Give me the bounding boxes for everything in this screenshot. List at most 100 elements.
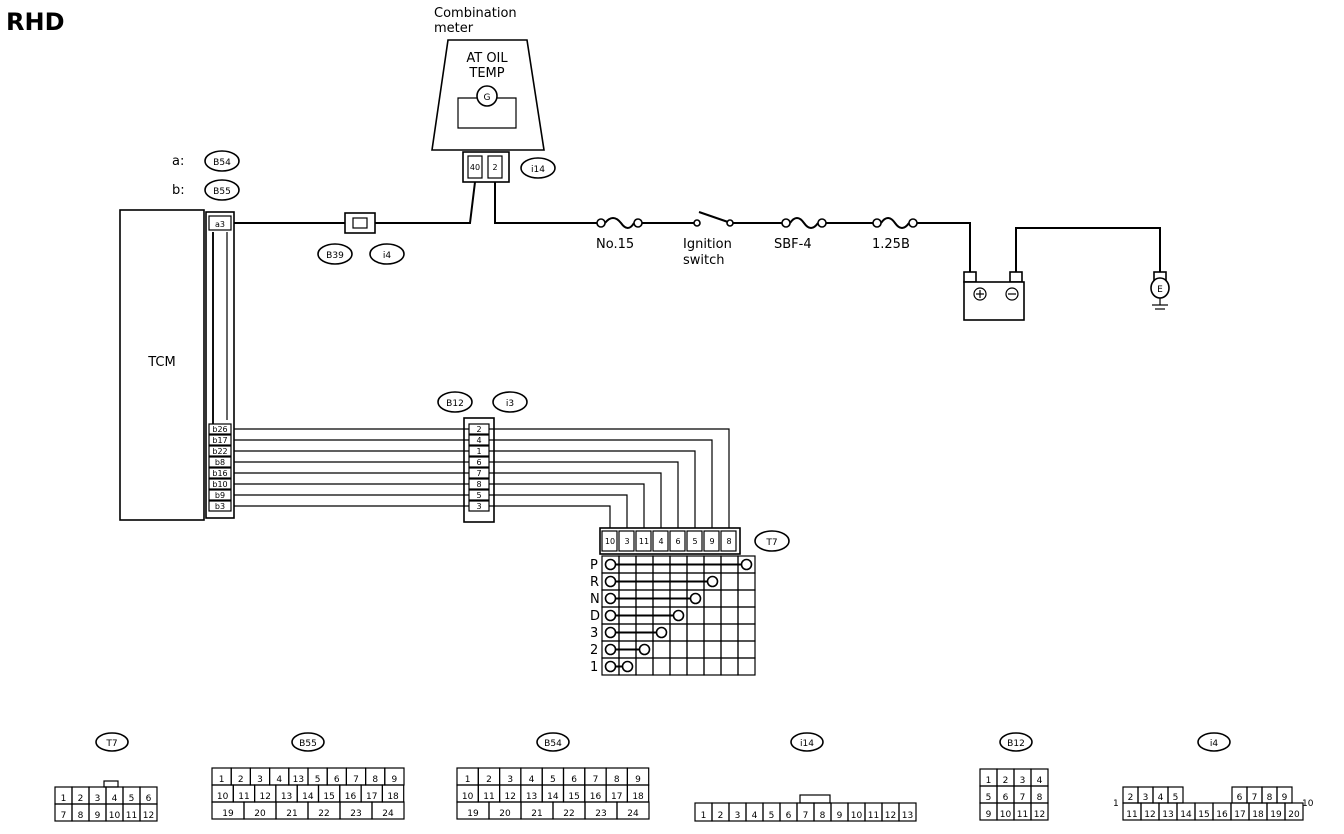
switch-grid-cell: [737, 640, 756, 659]
connector-cavity-label: 12: [143, 811, 154, 821]
tcm-pin-label: b17: [212, 436, 227, 445]
connector-cavity-label: 9: [635, 775, 641, 785]
connector-latch: [799, 794, 831, 804]
connector-cavity-label: 7: [353, 775, 359, 785]
connector-cavity-label: 3: [95, 794, 101, 804]
svg-text:B54: B54: [213, 158, 231, 168]
connector-cavity-label: 6: [786, 811, 792, 821]
switch-grid-cell: [703, 589, 722, 608]
tcm-box: [119, 209, 205, 521]
switch-grid-cell: [737, 623, 756, 642]
connector-cavity-label: 7: [1020, 793, 1026, 803]
contact-icon: [672, 609, 685, 622]
connector-cavity-label: 8: [1267, 793, 1273, 803]
connector-cavity-label: 9: [1282, 793, 1288, 803]
gauge-symbol: G: [484, 93, 491, 103]
contact-icon: [604, 558, 617, 571]
tcm-connector-b-label: b:: [172, 183, 185, 198]
svg-text:E: E: [1157, 285, 1163, 295]
connector-cavity-label: 10: [109, 811, 121, 821]
relay-pin-label: 7: [476, 469, 481, 478]
svg-text:i14: i14: [531, 165, 545, 175]
connector-view-label-text: B12: [1007, 739, 1025, 749]
connector-cavity-label: 12: [885, 811, 896, 821]
connector-cavity-label: 14: [547, 792, 559, 802]
svg-text:B55: B55: [213, 187, 231, 197]
shift-position-label: P: [590, 558, 598, 573]
tcm-pin-box: [208, 489, 232, 501]
connector-cavity-label: 16: [345, 792, 357, 802]
connector-cavity: [616, 801, 650, 820]
connector-cavity-label: 14: [1180, 810, 1192, 820]
connector-cavity-label: 4: [112, 794, 118, 804]
connector-ref-b54: [204, 150, 240, 172]
sbf-label: SBF-4: [774, 237, 812, 252]
connector-cavity-label: 2: [1003, 776, 1009, 786]
connector-ref-b12: [437, 391, 473, 413]
meter-caption-1: Combination: [434, 6, 517, 21]
svg-text:B12: B12: [446, 399, 464, 409]
connector-cavity-label: 3: [735, 811, 741, 821]
connector-cavity-label: 9: [95, 811, 101, 821]
switch-pin-box: [652, 530, 669, 552]
meter-caption-2: meter: [434, 21, 474, 36]
connector-ref-i3: [492, 391, 528, 413]
switch-grid-cell: [669, 640, 688, 659]
tcm-pin-label: b3: [215, 502, 225, 511]
switch-grid-cell: [669, 623, 688, 642]
shift-position-label: 3: [590, 626, 598, 641]
switch-pin-box: [703, 530, 720, 552]
switch-pin-box: [601, 530, 618, 552]
tcm-pin-label: b26: [212, 425, 227, 434]
connector-cavity-label: 10: [851, 811, 863, 821]
connector-cavity-label: 4: [1158, 793, 1164, 803]
connector-cavity-label: 7: [61, 811, 67, 821]
connector-cavity-label: 8: [820, 811, 826, 821]
switch-pin-label: 8: [726, 537, 731, 546]
relay-pin-label: 6: [476, 458, 481, 467]
tcm-pin-label: b8: [215, 458, 225, 467]
connector-cavity-label: 3: [1020, 776, 1026, 786]
tcm-pin-box: [208, 456, 232, 468]
contact-icon: [689, 592, 702, 605]
tcm-pin-box: [208, 434, 232, 446]
connector-cavity-label: 8: [78, 811, 84, 821]
connector-cavity-label: 22: [318, 809, 329, 819]
svg-text:i4: i4: [383, 251, 392, 261]
harness-wire: [489, 472, 662, 528]
connector-cavity-label: 24: [382, 809, 394, 819]
switch-pin-label: 10: [605, 537, 615, 546]
connector-cavity-label: 17: [611, 792, 622, 802]
svg-text:i3: i3: [506, 399, 514, 409]
contact-icon: [655, 626, 668, 639]
switch-grid-cell: [686, 640, 705, 659]
tcm-connector-a-label: a:: [172, 154, 184, 169]
connector-cavity-label: 4: [529, 775, 535, 785]
connector-cavity-label: 1: [219, 775, 225, 785]
shift-position-label: 2: [590, 643, 598, 658]
connector-cavity-label: 19: [222, 809, 234, 819]
connector-view-label-text: T7: [105, 739, 117, 749]
meter-label-2: TEMP: [468, 66, 504, 81]
relay-pin-label: 8: [476, 480, 481, 489]
connector-cavity-label: 8: [1037, 793, 1043, 803]
switch-pin-label: 5: [692, 537, 697, 546]
connector-cavity-label: 9: [986, 810, 992, 820]
connector-cavity-label: 8: [614, 775, 620, 785]
connector-cavity-label: 4: [276, 775, 282, 785]
connector-cavity-label: 24: [627, 809, 639, 819]
shift-position-label: D: [590, 609, 600, 624]
connector-cavity-label: 6: [146, 794, 152, 804]
connector-cavity-label: 16: [590, 792, 602, 802]
switch-pin-box: [635, 530, 652, 552]
switch-pin-box: [686, 530, 703, 552]
switch-grid-cell: [703, 657, 722, 676]
contact-icon: [621, 660, 634, 673]
connector-cavity-label: 17: [1234, 810, 1245, 820]
switch-grid-cell: [720, 589, 739, 608]
connector-cavity-label: 20: [254, 809, 266, 819]
tcm-unit: a: B54 b: B55 TCM a3 b26b17b22b8b16b10b9…: [119, 150, 240, 521]
connector-cavity-label: 12: [1034, 810, 1045, 820]
b39-connector: [344, 212, 376, 234]
switch-pin-box: [720, 530, 737, 552]
